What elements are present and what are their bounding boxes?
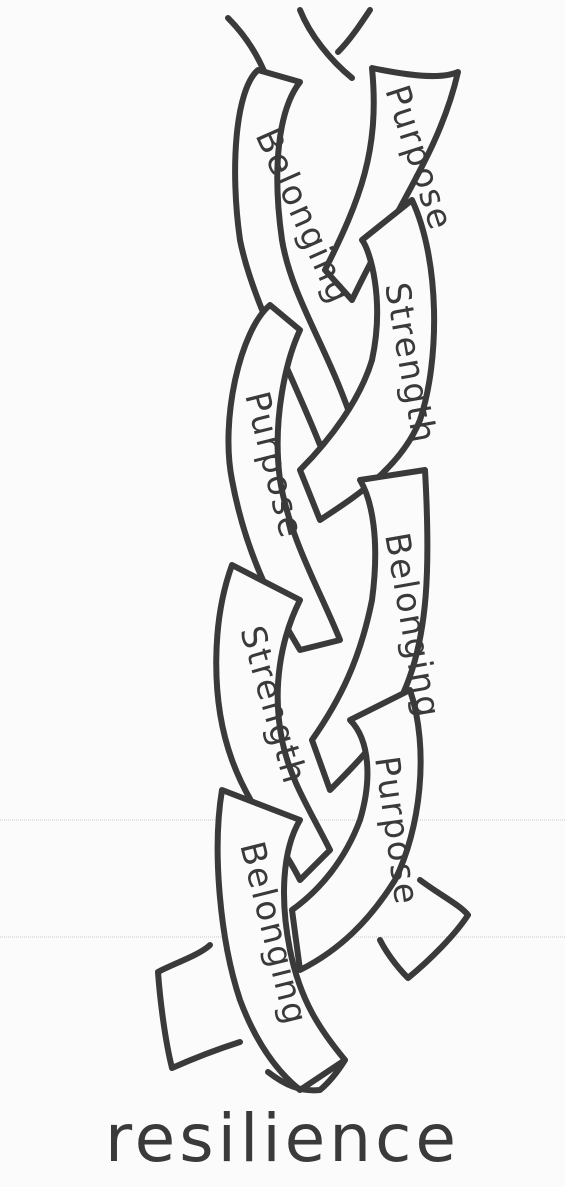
caption-resilience: resilience bbox=[0, 1100, 565, 1177]
strand-top-end-right bbox=[338, 10, 370, 52]
